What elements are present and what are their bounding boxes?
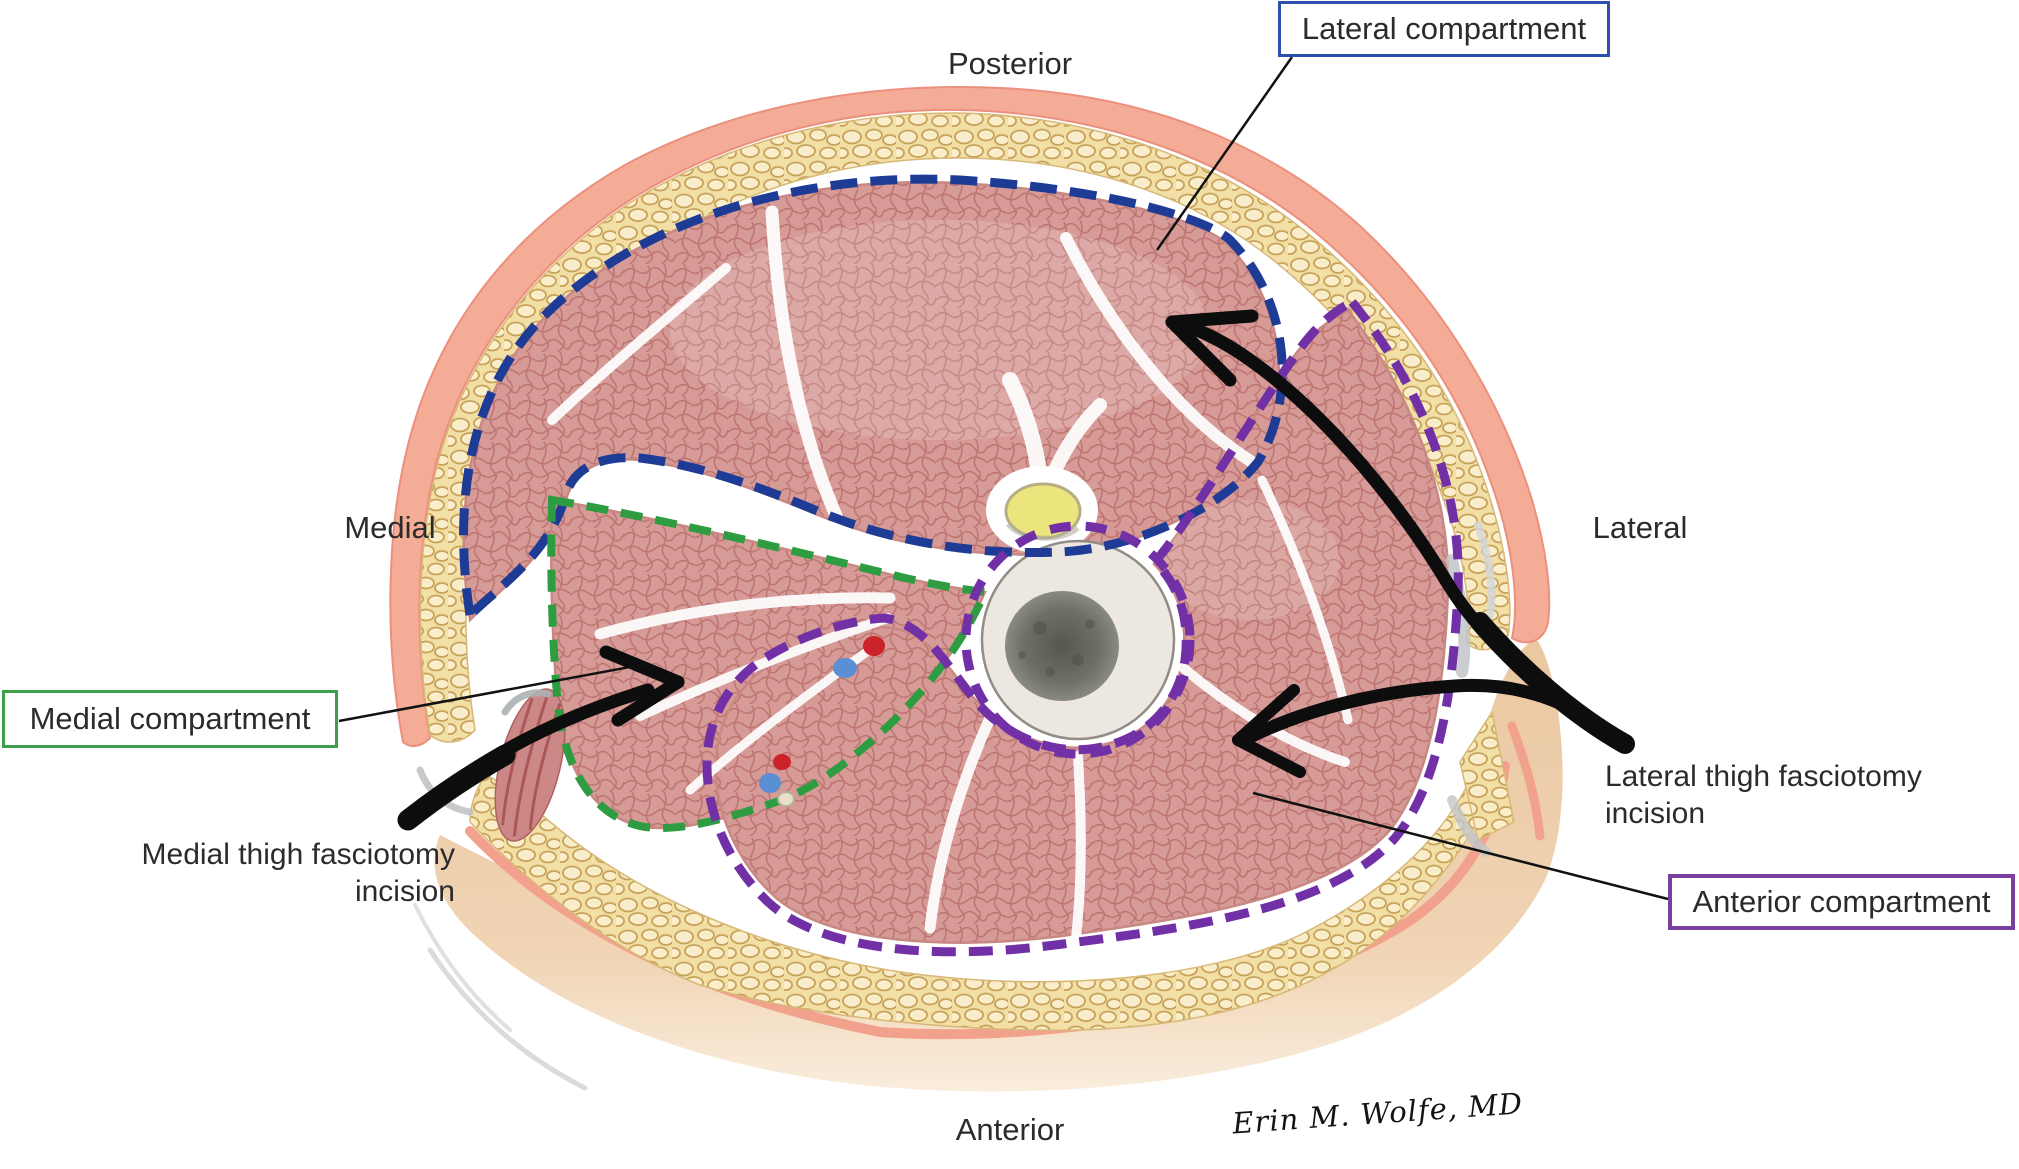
medial-fasciotomy-annotation: Medial thigh fasciotomy incision: [95, 836, 455, 910]
posterior-orientation-label: Posterior: [947, 46, 1073, 81]
medial-fasciotomy-annotation-line2: incision: [354, 875, 455, 908]
skin-sketch-lines: [413, 903, 588, 1091]
lateral-compartment-label-box: Lateral compartment: [1278, 1, 1610, 57]
lateral-fasciotomy-annotation: Lateral thigh fasciotomy incision: [1605, 758, 2019, 832]
posterior-compartment-outline: [459, 174, 1287, 625]
lateral-compartment-leader: [1155, 56, 1294, 251]
anterior-outline-femur-ring: [961, 521, 1195, 759]
medial-compartment-label: Medial compartment: [29, 701, 311, 736]
lateral-fasciotomy-annotation-line1: Lateral thigh fasciotomy: [1605, 760, 1922, 793]
anterior-compartment-label: Anterior compartment: [1692, 884, 1991, 919]
medial-incision-arrow: [397, 645, 685, 831]
anterior-muscle-mass: [714, 308, 1450, 944]
medial-orientation-label: Medial: [344, 510, 436, 545]
lateral-incision-arrow-posterior: [1165, 309, 1635, 754]
lateral-incision-arrow-anterior: [1232, 678, 1630, 778]
femoral-vessels: [759, 636, 885, 807]
medial-compartment-outline: [547, 495, 991, 833]
fasciotomy-arrows: [397, 309, 1635, 831]
anterior-compartment-outline: [702, 296, 1463, 957]
anterior-orientation-label: Anterior: [955, 1112, 1065, 1147]
medial-compartment-leader: [338, 662, 647, 723]
bone-marrow: [1005, 591, 1119, 701]
label-leader-lines: [338, 56, 1669, 901]
medial-fasciotomy-annotation-line1: Medial thigh fasciotomy: [141, 838, 455, 871]
marrow-speckles: [1018, 619, 1095, 677]
anterior-compartment-leader: [1252, 791, 1669, 901]
muscle-highlight-2: [1160, 500, 1340, 620]
skin-edge-right: [1507, 721, 1545, 841]
lateral-compartment-label: Lateral compartment: [1301, 11, 1587, 46]
lateral-fasciotomy-annotation-line2: incision: [1605, 797, 1706, 830]
muscle-highlight: [670, 220, 1210, 440]
lateral-orientation-label: Lateral: [1592, 510, 1688, 545]
anterior-compartment-label-box: Anterior compartment: [1668, 874, 2015, 930]
medial-compartment-label-box: Medial compartment: [2, 690, 338, 748]
skin-layer: [389, 86, 1551, 748]
nerve-shadow: [1006, 522, 1080, 541]
